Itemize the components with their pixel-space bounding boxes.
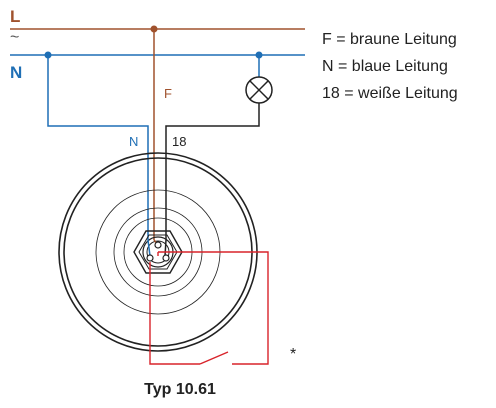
legend-item-N: N = blaue Leitung: [322, 58, 448, 75]
label-L: L: [10, 7, 20, 26]
wire-18: [165, 103, 260, 240]
terminal-pins: [146, 241, 170, 262]
caption: Typ 10.61: [144, 381, 216, 398]
lamp-icon: [245, 76, 273, 104]
legend: F = braune Leitung N = blaue Leitung 18 …: [322, 31, 458, 102]
wire-18-end: [164, 239, 167, 257]
wire-N-end: [147, 239, 151, 257]
switch-asterisk: *: [290, 346, 296, 363]
wire-N: [47, 55, 149, 240]
legend-item-18: 18 = weiße Leitung: [322, 85, 458, 102]
legend-item-F: F = braune Leitung: [322, 31, 457, 48]
label-N: N: [10, 63, 22, 82]
switch-circuit: [149, 251, 269, 365]
wire-18-label: 18: [172, 134, 186, 149]
wire-N-label: N: [129, 134, 138, 149]
wire-F-label: F: [164, 86, 172, 101]
label-tilde: ~: [10, 29, 19, 46]
